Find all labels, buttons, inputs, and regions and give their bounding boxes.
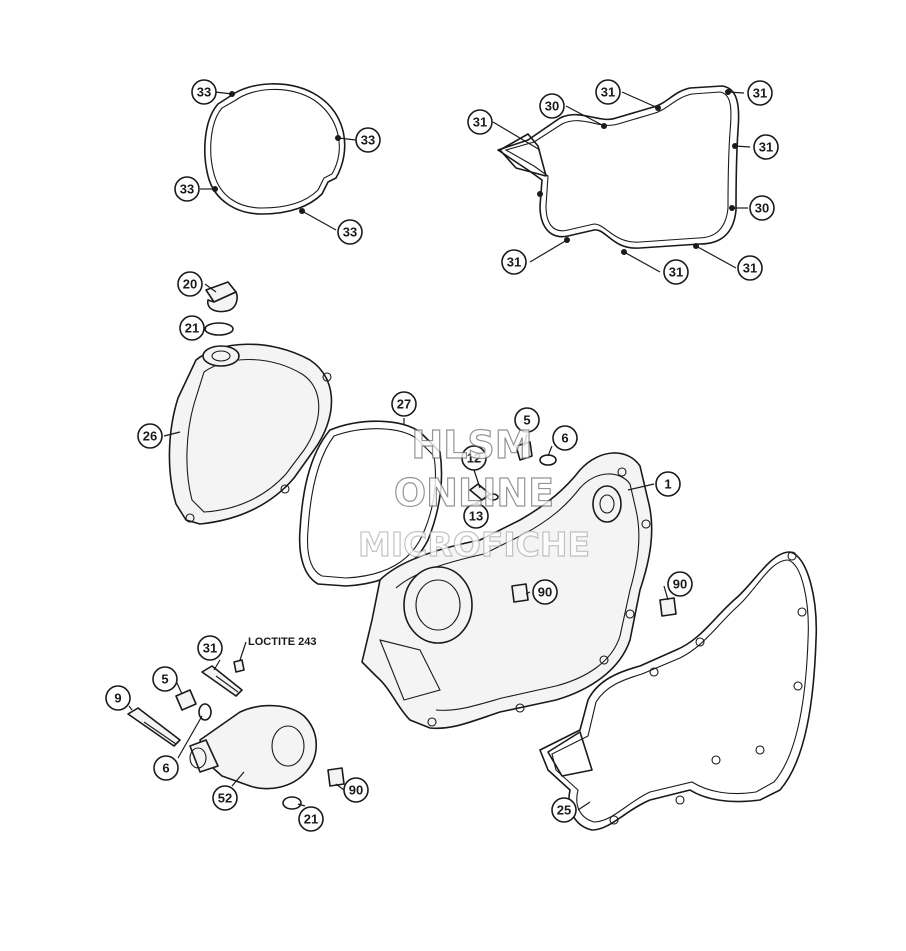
svg-text:12: 12: [467, 451, 481, 466]
callout-13: 13: [463, 503, 489, 529]
callout-21: 21: [179, 315, 205, 341]
callout-5: 5: [514, 407, 540, 433]
callout-31: 31: [747, 80, 773, 106]
clutch-cover-26: [168, 343, 333, 525]
svg-text:20: 20: [183, 277, 197, 292]
bushing-90-right: [659, 597, 677, 617]
svg-text:90: 90: [349, 783, 363, 798]
bushing-90-lower: [327, 767, 345, 787]
svg-text:30: 30: [545, 99, 559, 114]
svg-text:21: 21: [185, 321, 199, 336]
callout-31: 31: [501, 249, 527, 275]
callout-6: 6: [153, 755, 179, 781]
callout-90: 90: [532, 579, 558, 605]
o-ring-6-lower: [198, 703, 212, 721]
callout-9: 9: [105, 685, 131, 711]
callout-90: 90: [343, 777, 369, 803]
callout-25: 25: [551, 797, 577, 823]
svg-text:33: 33: [180, 182, 194, 197]
leader-lines: [128, 91, 751, 811]
svg-text:26: 26: [143, 429, 157, 444]
svg-text:33: 33: [361, 133, 375, 148]
svg-text:31: 31: [473, 115, 487, 130]
gasket-25: [539, 551, 818, 831]
callout-31: 31: [753, 134, 779, 160]
callout-5: 5: [152, 666, 178, 692]
svg-text:90: 90: [538, 585, 552, 600]
svg-text:31: 31: [601, 85, 615, 100]
callout-33: 33: [191, 79, 217, 105]
o-ring-21-lower: [282, 796, 302, 810]
callout-33: 33: [174, 176, 200, 202]
o-ring-6-upper: [539, 454, 557, 466]
callout-31: 31: [467, 109, 493, 135]
bolt-31-lower: [201, 659, 245, 697]
oil-filler-plug: [205, 281, 238, 313]
callout-33: 33: [355, 127, 381, 153]
bolt-9: [127, 707, 181, 747]
callout-90: 90: [667, 571, 693, 597]
svg-text:9: 9: [114, 691, 121, 706]
callout-33: 33: [337, 219, 363, 245]
svg-text:25: 25: [557, 803, 571, 818]
loctite-note: LOCTITE 243: [248, 636, 316, 648]
gasket-31-30: [497, 85, 740, 255]
callout-1: 1: [655, 471, 681, 497]
svg-text:31: 31: [743, 261, 757, 276]
svg-text:33: 33: [343, 225, 357, 240]
callout-6: 6: [552, 425, 578, 451]
screw-plug-5-upper: [515, 441, 533, 461]
callout-31: 31: [663, 259, 689, 285]
water-pump-cover-52: [189, 704, 317, 790]
svg-text:5: 5: [523, 413, 530, 428]
svg-text:31: 31: [507, 255, 521, 270]
svg-text:27: 27: [397, 397, 411, 412]
callout-21: 21: [298, 806, 324, 832]
svg-text:6: 6: [162, 761, 169, 776]
callout-30: 30: [749, 195, 775, 221]
watermark-line-3: MICROFICHE: [358, 525, 590, 564]
svg-text:33: 33: [197, 85, 211, 100]
svg-text:52: 52: [218, 791, 232, 806]
watermark-line-2: ONLINE: [394, 471, 554, 515]
gasket-33: [204, 83, 346, 215]
svg-text:1: 1: [664, 477, 671, 492]
svg-text:6: 6: [561, 431, 568, 446]
svg-text:90: 90: [673, 577, 687, 592]
callout-27: 27: [391, 391, 417, 417]
svg-text:31: 31: [759, 140, 773, 155]
callout-31: 31: [197, 635, 223, 661]
svg-text:5: 5: [161, 672, 168, 687]
bushing-90-center: [511, 583, 529, 603]
watermark: HLSM ONLINE MICROFICHE: [357, 422, 590, 564]
callout-52: 52: [212, 785, 238, 811]
callout-31: 31: [737, 255, 763, 281]
crankcase-1: [361, 452, 653, 730]
callout-12: 12: [461, 445, 487, 471]
bolt-12-13: [469, 483, 499, 501]
svg-text:31: 31: [669, 265, 683, 280]
callout-30: 30: [539, 93, 565, 119]
svg-text:30: 30: [755, 201, 769, 216]
watermark-line-1: HLSM: [411, 423, 532, 467]
svg-text:21: 21: [304, 812, 318, 827]
callout-31: 31: [595, 79, 621, 105]
svg-text:31: 31: [753, 86, 767, 101]
svg-text:31: 31: [203, 641, 217, 656]
svg-text:13: 13: [469, 509, 483, 524]
o-ring-21: [204, 322, 234, 336]
callout-26: 26: [137, 423, 163, 449]
callout-20: 20: [177, 271, 203, 297]
screw-plug-5-lower: [175, 689, 197, 711]
